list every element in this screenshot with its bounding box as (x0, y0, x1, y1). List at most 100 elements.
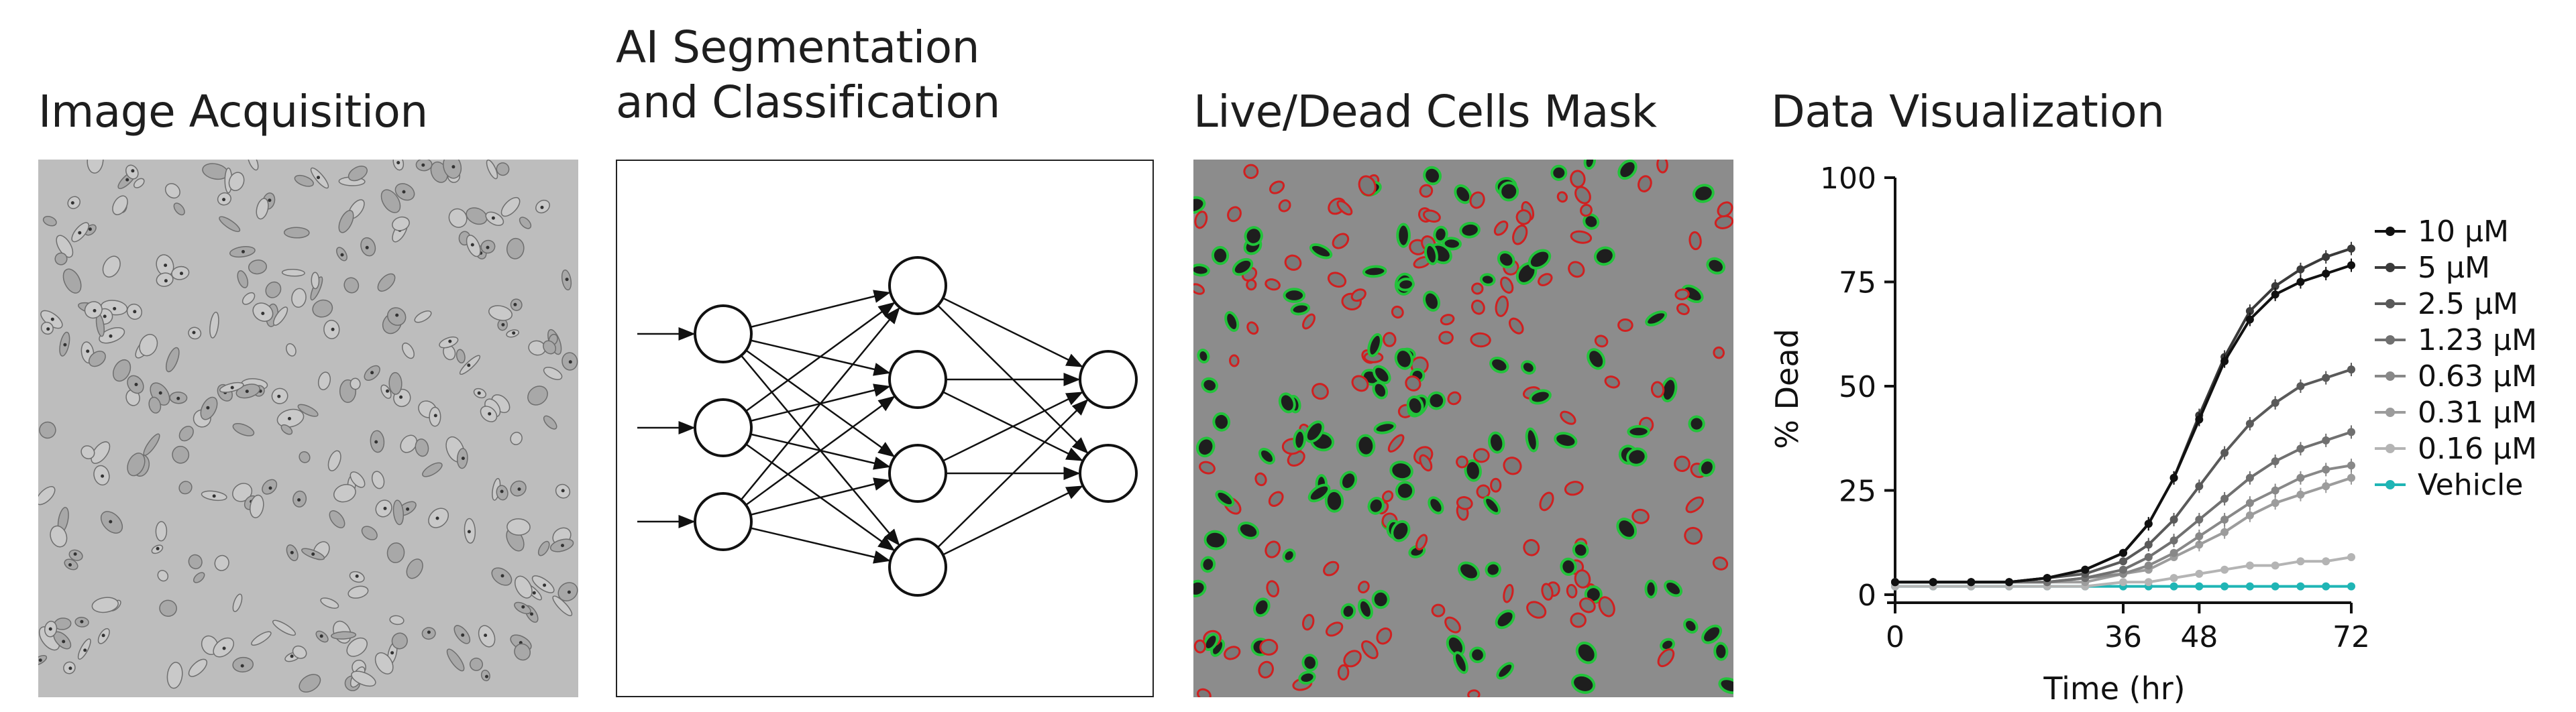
data-point (2119, 548, 2127, 557)
dead-cell (1284, 254, 1302, 271)
live-cell (1424, 243, 1438, 265)
live-cell (1193, 579, 1207, 598)
brightfield-cell (251, 631, 272, 646)
dead-cell (1194, 211, 1208, 229)
cell-nucleus (241, 249, 245, 253)
cell-nucleus (88, 227, 92, 231)
dead-cell (1570, 612, 1587, 628)
live-cell (1583, 160, 1597, 170)
live-cell (1485, 561, 1501, 578)
dead-cell (1361, 640, 1379, 660)
brightfield-cell (165, 347, 180, 373)
brightfield-cell (272, 306, 288, 326)
brightfield-cell (317, 371, 331, 391)
dead-cell (1265, 540, 1281, 558)
cell-nucleus (62, 640, 66, 644)
data-point (2347, 261, 2355, 270)
dead-cell (1467, 689, 1481, 697)
cell-nucleus (331, 327, 335, 331)
live-cell (1298, 670, 1316, 685)
y-axis-label: % Dead (1769, 329, 1805, 449)
legend-label: 5 μM (2418, 251, 2490, 285)
data-point (2271, 499, 2279, 508)
cell-nucleus (467, 530, 471, 534)
legend-label: 1.23 μM (2418, 323, 2537, 357)
brightfield-cell (506, 237, 525, 259)
brightfield-cell (380, 189, 401, 213)
brightfield-cell (139, 334, 158, 357)
dead-cell (1617, 318, 1633, 333)
dead-cell (1631, 508, 1650, 524)
live-cell (1464, 459, 1482, 482)
live-cell (1195, 436, 1216, 458)
live-cell (1301, 654, 1318, 672)
dead-cell (1490, 477, 1502, 493)
data-point (2144, 520, 2153, 528)
data-point (1891, 578, 1899, 587)
brightfield-cell (56, 235, 74, 258)
cell-nucleus (288, 416, 291, 420)
cell-nucleus (206, 406, 210, 410)
live-cell (1582, 213, 1600, 230)
dead-cell (1447, 391, 1462, 406)
live-cell (1497, 251, 1515, 269)
dead-cell (1422, 209, 1441, 223)
data-point (2195, 415, 2204, 424)
brightfield-cell (159, 599, 177, 617)
brightfield-cell (346, 637, 368, 657)
cell-nucleus (73, 552, 77, 556)
brightfield-cell (402, 342, 415, 359)
cell-nucleus (486, 245, 490, 249)
cell-nucleus (435, 516, 439, 520)
brightfield-cell (155, 521, 168, 542)
network-connection (745, 302, 896, 412)
cell-nucleus (133, 310, 137, 314)
live-cell (1688, 415, 1705, 432)
data-point (2322, 270, 2330, 278)
live-cell (1683, 618, 1699, 634)
series-line (1895, 263, 2352, 584)
dead-cell (1259, 638, 1279, 656)
cell-nucleus (433, 414, 437, 418)
cell-nucleus (561, 544, 564, 548)
data-point (2005, 578, 2013, 587)
hidden-node (888, 538, 947, 597)
live-cell (1372, 381, 1389, 400)
legend-marker (2385, 408, 2395, 417)
dead-cell (1228, 354, 1240, 367)
cell-nucleus (399, 395, 403, 399)
network-connection (745, 396, 896, 506)
live-dead-cells-mask-image (1193, 160, 1733, 697)
brightfield-cell (164, 183, 180, 199)
dead-cell (1656, 160, 1668, 174)
data-point (2169, 548, 2178, 557)
dead-cell (1193, 639, 1207, 654)
cell-nucleus (48, 627, 52, 631)
cell-nucleus (421, 163, 425, 167)
brightfield-cell (527, 385, 548, 406)
dead-cell (1688, 231, 1702, 251)
data-point (2296, 444, 2305, 453)
brightfield-cell (91, 441, 111, 464)
data-point (2169, 582, 2178, 591)
output-node (1079, 444, 1138, 503)
live-cell (1309, 243, 1333, 259)
network-connection (750, 477, 891, 516)
dead-cell (1539, 491, 1554, 512)
live-cell (1701, 624, 1723, 644)
brightfield-cell (250, 494, 264, 518)
brightfield-cell (392, 499, 405, 526)
data-point (2169, 574, 2178, 583)
dead-cell (1258, 660, 1274, 679)
brightfield-cell (448, 208, 468, 228)
cell-nucleus (485, 674, 488, 678)
brightfield-cells (38, 160, 578, 697)
dead-cell (1713, 346, 1725, 359)
live-cell (1571, 673, 1596, 694)
dead-cell (1657, 648, 1675, 668)
live-cell (1252, 597, 1271, 617)
brightfield-cell (343, 277, 360, 294)
dead-cell (1246, 321, 1259, 335)
live-cell (1373, 365, 1391, 385)
data-point (2347, 582, 2355, 591)
